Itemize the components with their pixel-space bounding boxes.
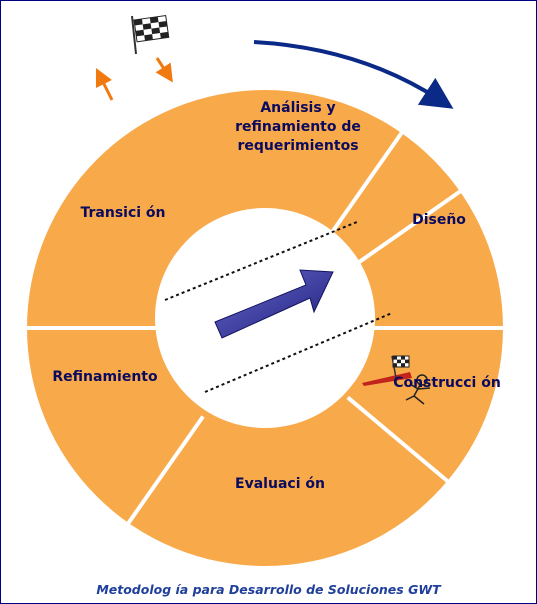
- segment-evaluacion-label: Evaluaci ón: [235, 476, 325, 492]
- segment-transicion-label: Transici ón: [80, 205, 165, 221]
- wheel-divider: [346, 395, 451, 484]
- wheel-divider: [325, 130, 405, 241]
- runner-with-flag-icon: [362, 355, 431, 405]
- segment-construccion-label: Construcci ón: [393, 375, 501, 391]
- dotted-line-upper: [164, 221, 358, 301]
- forward-arrow-icon: [214, 269, 334, 339]
- checkered-flag-icon: [131, 14, 170, 55]
- wheel-dividers: [25, 130, 505, 526]
- dotted-line-lower: [204, 312, 393, 393]
- curved-cycle-arrow-icon: [253, 40, 454, 109]
- wheel-divider: [125, 415, 205, 526]
- small-arrow-down-icon: [155, 57, 173, 83]
- segment-refinamiento-label: Refinamiento: [52, 369, 158, 385]
- caption: Metodolog ía para Desarrollo de Solucion…: [96, 582, 441, 597]
- small-arrow-up-icon: [95, 67, 114, 101]
- wheel-divider: [352, 188, 463, 268]
- segment-diseno-label: Diseño: [412, 212, 466, 228]
